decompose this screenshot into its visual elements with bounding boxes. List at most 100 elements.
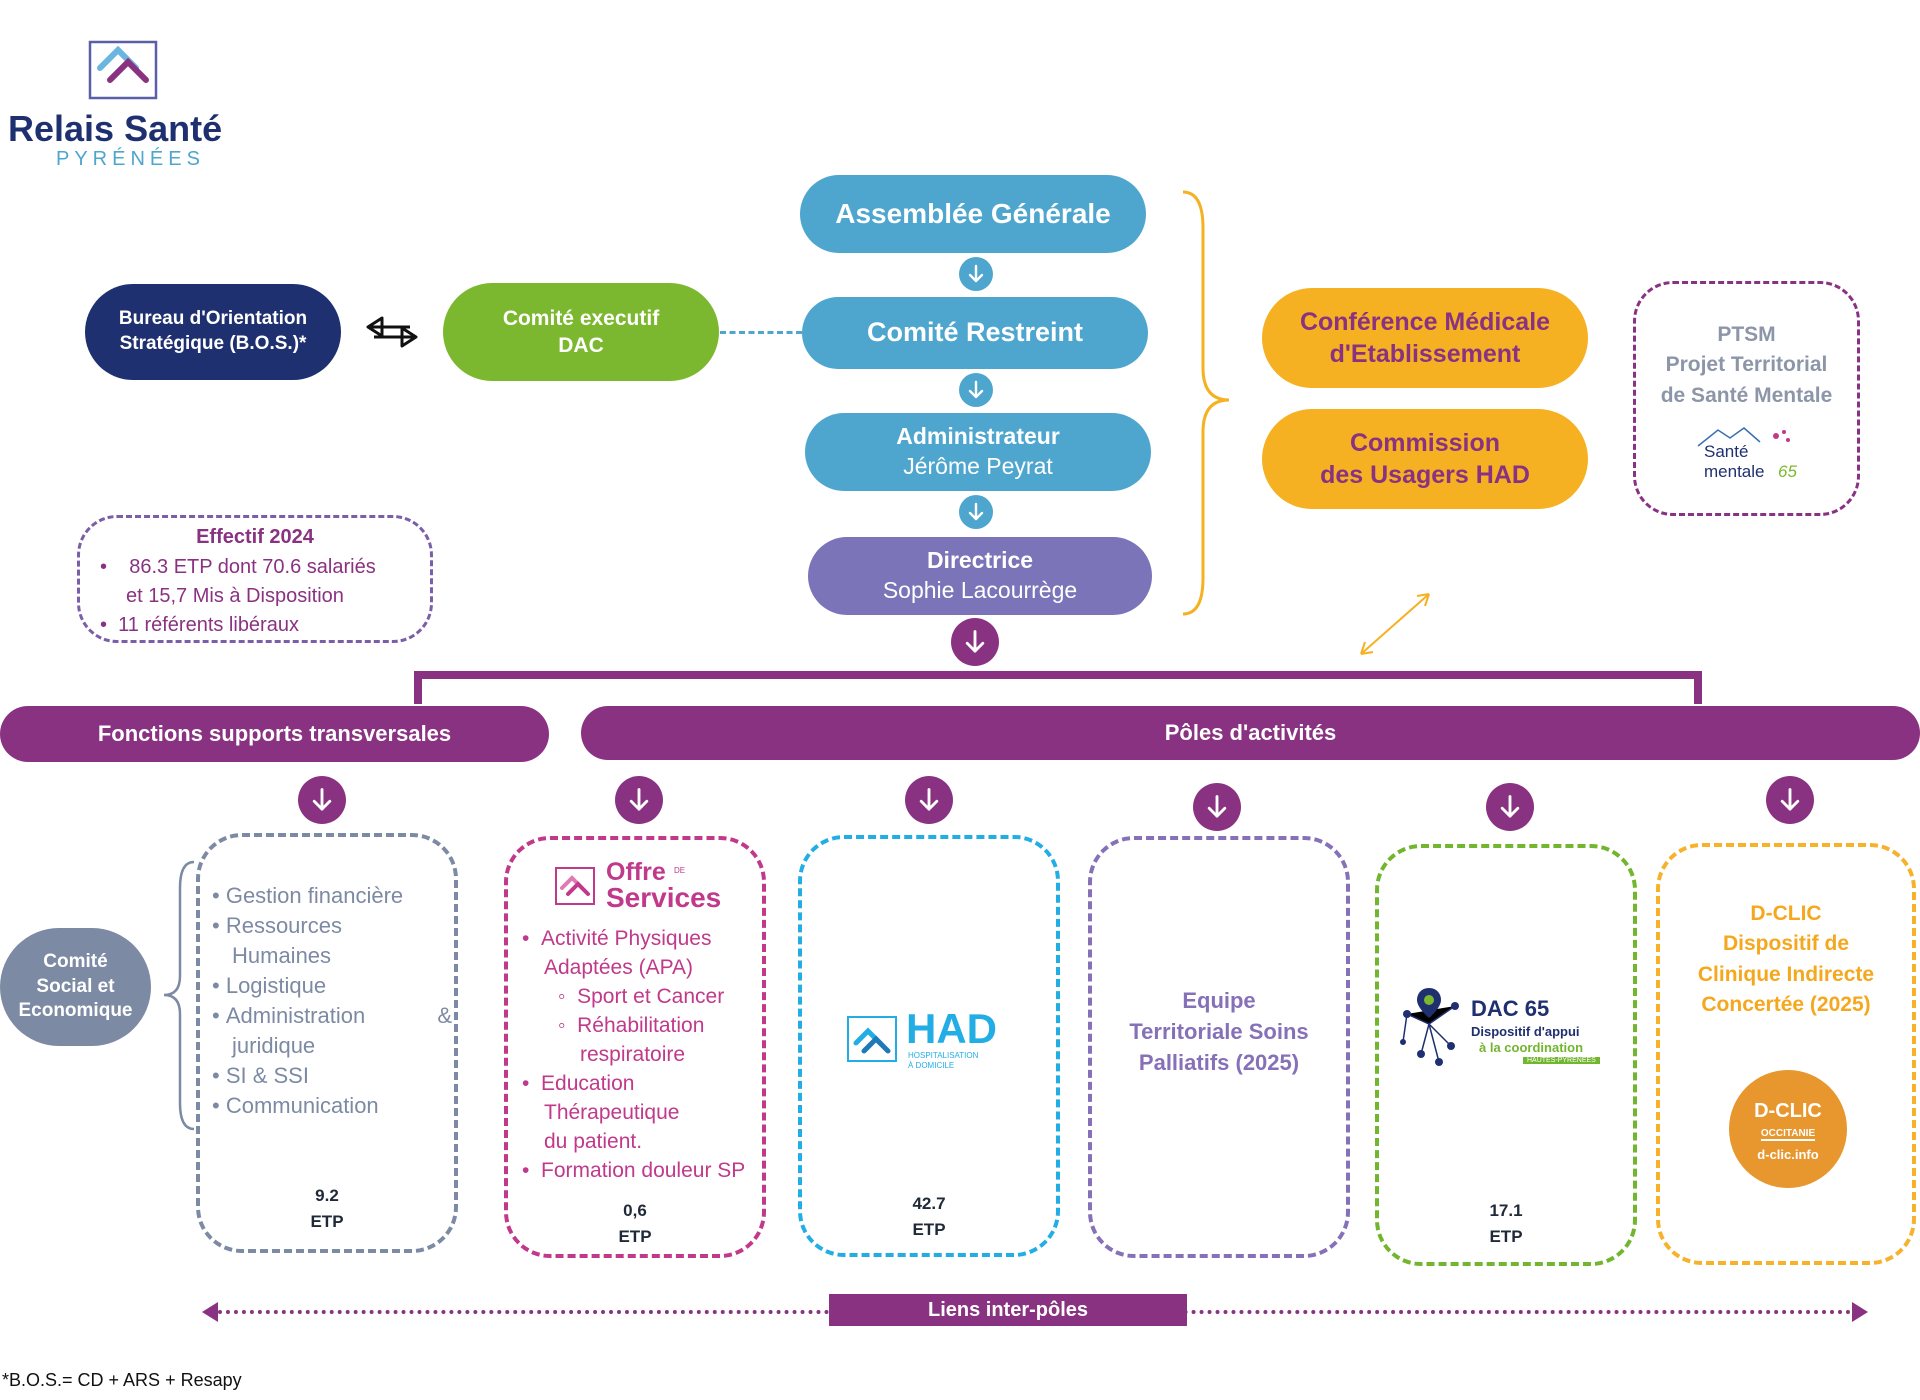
logo-name: Relais Santé xyxy=(8,108,223,149)
comite-executif-line1: Comité executif xyxy=(502,306,660,330)
offre-item-cont: Thérapeutique xyxy=(544,1101,680,1124)
support-item: • Gestion financière xyxy=(212,883,404,908)
poles-bar-label: Pôles d'activités xyxy=(1164,719,1337,745)
effectif-title: Effectif 2024 xyxy=(196,526,314,548)
mentale-word: mentale xyxy=(1704,462,1765,481)
offre-item: • Education xyxy=(522,1072,635,1095)
support-item-cont: Humaines xyxy=(232,943,332,968)
support-bar: Fonctions supports transversales xyxy=(0,706,549,762)
assemblee-label: Assemblée Générale xyxy=(835,197,1111,229)
directrice-box: Directrice Sophie Lacourrège xyxy=(808,537,1152,615)
mountain-icon xyxy=(1697,427,1790,447)
support-column: • Gestion financière • Ressources Humain… xyxy=(196,833,458,1253)
bos-box: Bureau d'Orientation Stratégique (B.O.S.… xyxy=(85,284,341,380)
offre-column: Offre DE Services • Activité Physiques A… xyxy=(504,836,766,1258)
had-logo-icon xyxy=(847,1016,897,1062)
had-sub2: À DOMICILE xyxy=(908,1061,955,1070)
bos-line2: Stratégique (B.O.S.)* xyxy=(119,333,307,354)
dac-line1: Dispositif d'appui xyxy=(1471,1024,1580,1039)
dac-line3: HAUTES-PYRÉNÉES xyxy=(1523,1057,1600,1064)
administrateur-box: Administrateur Jérôme Peyrat xyxy=(805,413,1151,491)
dac-title: DAC 65 xyxy=(1471,996,1550,1021)
dac-column: DAC 65 Dispositif d'appui à la coordinat… xyxy=(1375,844,1637,1266)
offre-item-cont: Adaptées (APA) xyxy=(544,956,694,979)
comite-executif-box: Comité executif DAC xyxy=(443,283,719,381)
double-arrow-diagonal-icon xyxy=(1360,593,1430,655)
support-item: • Logistique xyxy=(212,973,327,998)
comite-social-line1: Comité xyxy=(43,950,108,972)
dclic-badge-line3: d-clic.info xyxy=(1757,1147,1819,1162)
had-logo: HAD HOSPITALISATION À DOMICILE xyxy=(840,1005,1010,1071)
support-item: • SI & SSI xyxy=(212,1063,309,1088)
sante-word: Santé xyxy=(1704,442,1749,461)
dclic-badge: D-CLIC OCCITANIE d-clic.info xyxy=(1729,1070,1847,1188)
ptsm-box: PTSM Projet Territorial de Santé Mentale… xyxy=(1633,281,1860,516)
administrateur-title: Administrateur xyxy=(896,423,1060,450)
comite-executif-line2: DAC xyxy=(558,334,604,357)
dac-logo: DAC 65 Dispositif d'appui à la coordinat… xyxy=(1399,984,1619,1084)
support-item: • Administration& xyxy=(212,1003,452,1028)
offre-item: • Formation douleur SP xyxy=(522,1159,746,1182)
comite-social-line2: Social et xyxy=(36,975,115,997)
arrow-down-icon xyxy=(1193,783,1241,831)
arrow-down-icon xyxy=(1766,776,1814,824)
dclic-badge-line2: OCCITANIE xyxy=(1760,1128,1816,1141)
effectif-item: • 11 référents libéraux xyxy=(100,614,299,636)
arrow-down-icon xyxy=(959,257,993,291)
offre-subitem: ◦ Sport et Cancer xyxy=(558,985,725,1008)
arrow-down-icon xyxy=(615,776,663,824)
had-word: HAD xyxy=(906,1005,997,1052)
offre-word: Offre xyxy=(606,858,666,886)
arrow-left-icon xyxy=(202,1302,218,1322)
directrice-title: Directrice xyxy=(926,547,1034,574)
administrateur-name: Jérôme Peyrat xyxy=(903,453,1053,479)
support-item: • Communication xyxy=(212,1093,379,1118)
ptsm-line2: Projet Territorial xyxy=(1665,353,1828,377)
comite-social-line3: Economique xyxy=(18,1000,133,1022)
offre-de: DE xyxy=(674,866,686,875)
offre-subitem-cont: respiratoire xyxy=(580,1043,686,1066)
network-pin-icon xyxy=(1400,988,1459,1066)
services-word: Services xyxy=(606,882,722,913)
ptsm-line3: de Santé Mentale xyxy=(1660,383,1833,407)
effectif-item: • 86.3 ETP dont 70.6 salariés xyxy=(100,556,376,578)
footnote: *B.O.S.= CD + ARS + Resapy xyxy=(2,1370,242,1390)
arrow-down-icon xyxy=(905,776,953,824)
double-arrow-icon xyxy=(364,312,420,352)
offre-logo: Offre DE Services xyxy=(550,858,750,914)
effectif-box: Effectif 2024 • 86.3 ETP dont 70.6 salar… xyxy=(77,515,433,643)
cdu-line1: Commission xyxy=(1349,428,1501,457)
assemblee-generale-box: Assemblée Générale xyxy=(800,175,1146,253)
dashed-connector xyxy=(720,331,802,334)
liens-label: Liens inter-pôles xyxy=(829,1294,1187,1326)
arrow-down-icon xyxy=(959,495,993,529)
support-bar-label: Fonctions supports transversales xyxy=(97,720,452,746)
had-sub1: HOSPITALISATION xyxy=(908,1051,979,1060)
offre-subitem: ◦ Réhabilitation xyxy=(558,1014,705,1037)
cme-line2: d'Etablissement xyxy=(1329,340,1521,368)
sixty-five: 65 xyxy=(1778,462,1797,481)
bos-line1: Bureau d'Orientation xyxy=(118,308,308,330)
dac-line2: à la coordination xyxy=(1479,1040,1584,1055)
cme-box: Conférence Médicale d'Etablissement xyxy=(1262,288,1588,388)
ptsm-title: PTSM Projet Territorial de Santé Mentale xyxy=(1636,320,1857,411)
logo: Relais Santé PYRÉNÉES xyxy=(8,30,238,170)
comite-restreint-box: Comité Restreint xyxy=(802,297,1148,369)
poles-bar: Pôles d'activités xyxy=(581,706,1920,760)
effectif-list: • 86.3 ETP dont 70.6 salariés et 15,7 Mi… xyxy=(100,553,376,640)
comite-social-box: Comité Social et Economique xyxy=(0,928,151,1046)
dclic-badge-line1: D-CLIC xyxy=(1754,1100,1822,1122)
arrow-down-icon xyxy=(951,618,999,666)
arrow-down-icon xyxy=(298,776,346,824)
connector-line xyxy=(414,671,1702,704)
brace-shape xyxy=(1182,190,1230,616)
offre-list: • Activité Physiques Adaptées (APA) ◦ Sp… xyxy=(522,924,772,1185)
arrow-down-icon xyxy=(1486,783,1534,831)
